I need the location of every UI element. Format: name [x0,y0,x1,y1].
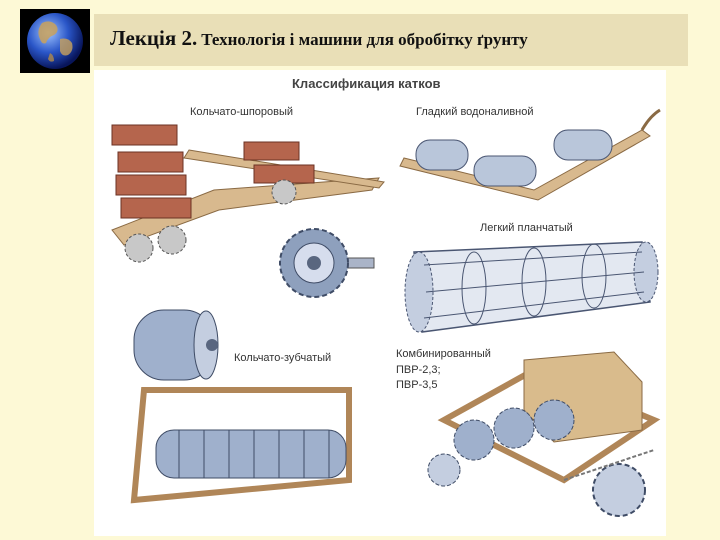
ring-spur-roller-drawing [111,124,385,263]
label-combined-model-2: ПВР-3,5 [396,379,438,391]
globe-icon [27,13,83,69]
title-lecture: Лекція 2. [110,26,198,50]
ring-tooth-roller-drawing [130,309,352,504]
label-smooth-water: Гладкий водоналивной [416,106,534,118]
label-ring-tooth: Кольчато-зубчатый [234,352,332,364]
spur-wheel-drawing [279,228,375,298]
slide-title: Лекція 2. Технологія і машини для обробі… [110,26,528,51]
figure-heading: Классификация катков [292,76,441,91]
title-bar: Лекція 2. Технологія і машини для обробі… [94,14,688,66]
label-ring-spur: Кольчато-шпоровый [190,106,294,118]
globe-logo [20,9,90,73]
smooth-water-roller-drawing [399,108,661,201]
light-slat-roller-drawing [404,241,659,333]
label-combined-model-1: ПВР-2,3; [396,364,441,376]
illustration-panel: Классификация катков Кольчато-шпоровый Г… [94,70,666,536]
combined-roller-drawing [427,351,661,517]
roller-illustrations [111,108,661,517]
title-topic: Технологія і машини для обробітку ґрунту [201,30,528,49]
label-light-slat: Легкий планчатый [480,222,573,234]
label-combined: Комбинированный [396,348,491,360]
